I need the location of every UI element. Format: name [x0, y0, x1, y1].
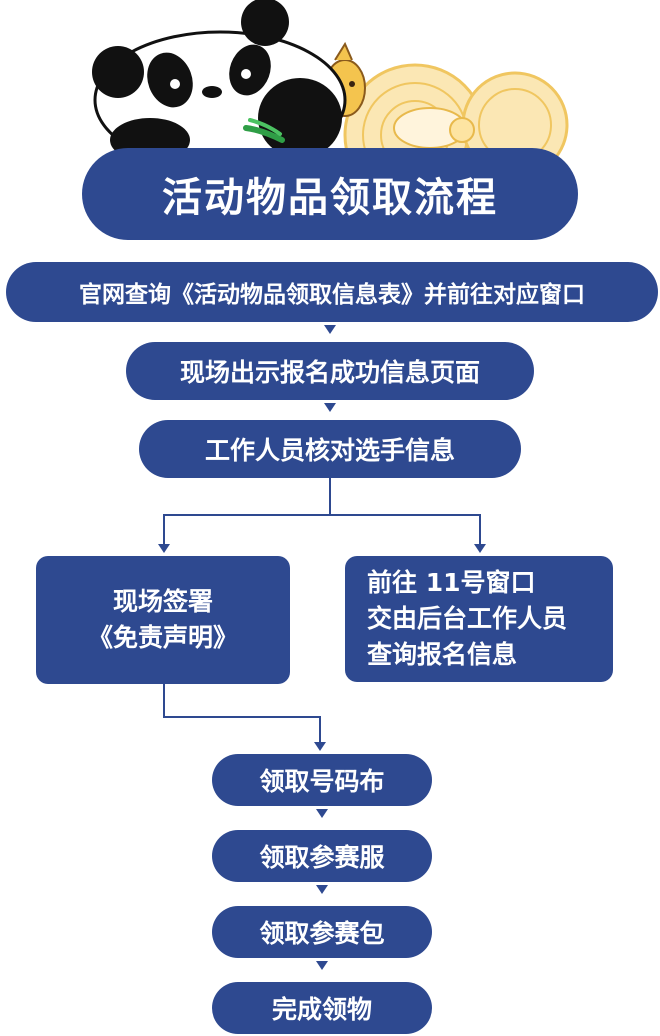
arrow-down-icon [316, 809, 328, 818]
branch-right-line3: 查询报名信息 [367, 640, 518, 669]
branch-right-line1: 前往 11号窗口 [367, 568, 536, 597]
step-get-bib: 领取号码布 [212, 754, 432, 806]
connector-line [163, 514, 481, 516]
step-get-shirt: 领取参赛服 [212, 830, 432, 882]
arrow-down-icon [324, 403, 336, 412]
connector-line [163, 514, 165, 544]
branch-window-11: 前往 11号窗口 交由后台工作人员 查询报名信息 [345, 556, 613, 682]
arrow-down-icon [158, 544, 170, 553]
branch-left-line1: 现场签署 [112, 587, 213, 616]
step-show-registration: 现场出示报名成功信息页面 [126, 342, 534, 400]
connector-line [329, 478, 331, 516]
branch-sign-waiver: 现场签署 《免责声明》 [36, 556, 290, 684]
arrow-down-icon [474, 544, 486, 553]
branch-right-line2: 交由后台工作人员 [367, 604, 568, 633]
arrow-down-icon [316, 961, 328, 970]
step-verify-info: 工作人员核对选手信息 [139, 420, 521, 478]
connector-line [479, 514, 481, 544]
step-get-pack: 领取参赛包 [212, 906, 432, 958]
connector-line [163, 684, 165, 718]
page-title: 活动物品领取流程 [82, 148, 578, 240]
connector-line [163, 716, 321, 718]
step-query-website: 官网查询《活动物品领取信息表》并前往对应窗口 [6, 262, 658, 322]
panda-illustration [92, 0, 347, 170]
arrow-down-icon [316, 885, 328, 894]
arrow-down-icon [324, 325, 336, 334]
connector-line [319, 716, 321, 742]
bamboo-leaf-icon [243, 118, 285, 143]
step-complete: 完成领物 [212, 982, 432, 1034]
arrow-down-icon [314, 742, 326, 751]
branch-left-line2: 《免责声明》 [87, 623, 238, 652]
